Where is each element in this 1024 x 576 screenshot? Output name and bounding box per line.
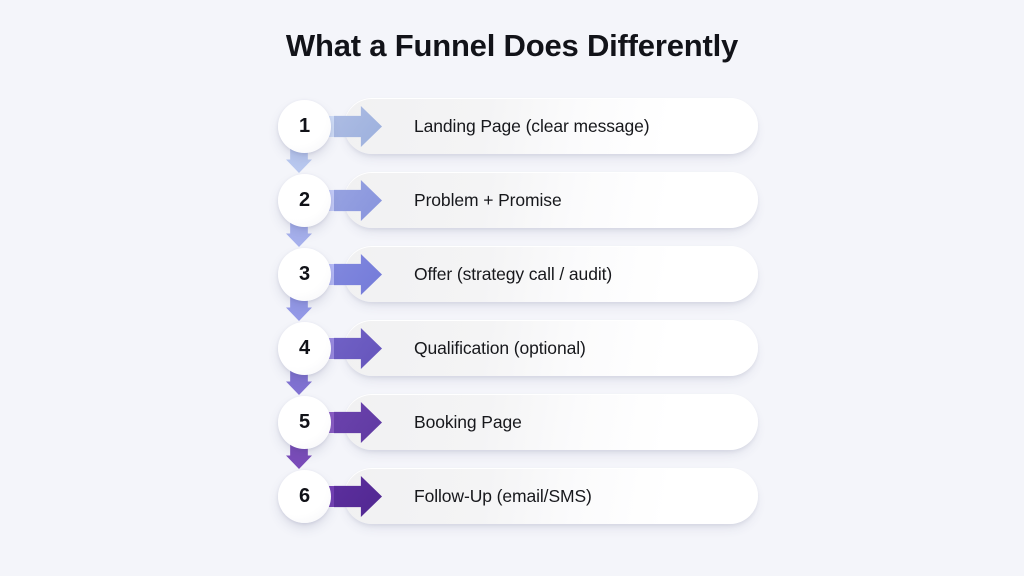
funnel-step-row[interactable]: 6 Follow-Up (email/SMS) (272, 468, 758, 526)
funnel-step-row[interactable]: 2 Problem + Promise (272, 172, 758, 230)
step-label: Landing Page (clear message) (414, 116, 650, 136)
step-label: Follow-Up (email/SMS) (414, 486, 592, 506)
funnel-step-row[interactable]: 4 Qualification (optional) (272, 320, 758, 378)
step-pill-card[interactable] (344, 394, 758, 450)
step-number-badge: 3 (278, 248, 331, 301)
step-pill-card[interactable] (344, 320, 758, 376)
step-label: Offer (strategy call / audit) (414, 264, 613, 284)
step-pill-card[interactable] (344, 98, 758, 154)
funnel-step-row[interactable]: 5 Booking Page (272, 394, 758, 452)
page-title: What a Funnel Does Differently (285, 28, 739, 63)
step-label: Qualification (optional) (414, 338, 586, 358)
step-number-badge: 5 (278, 396, 331, 449)
funnel-step-row[interactable]: 1 Landing Page (clear message) (272, 98, 758, 156)
step-label: Problem + Promise (414, 190, 562, 210)
step-number-badge: 4 (278, 322, 331, 375)
step-label: Booking Page (414, 412, 522, 432)
step-pill-card[interactable] (344, 468, 758, 524)
funnel-steps-list: 1 Landing Page (clear message) 2 Problem + … (0, 96, 1024, 536)
step-number-badge: 6 (278, 470, 331, 523)
step-pill-card[interactable] (344, 172, 758, 228)
step-pill-card[interactable] (344, 246, 758, 302)
funnel-step-row[interactable]: 3 Offer (strategy call / audit) (272, 246, 758, 304)
step-number-badge: 1 (278, 100, 331, 153)
step-number-badge: 2 (278, 174, 331, 227)
